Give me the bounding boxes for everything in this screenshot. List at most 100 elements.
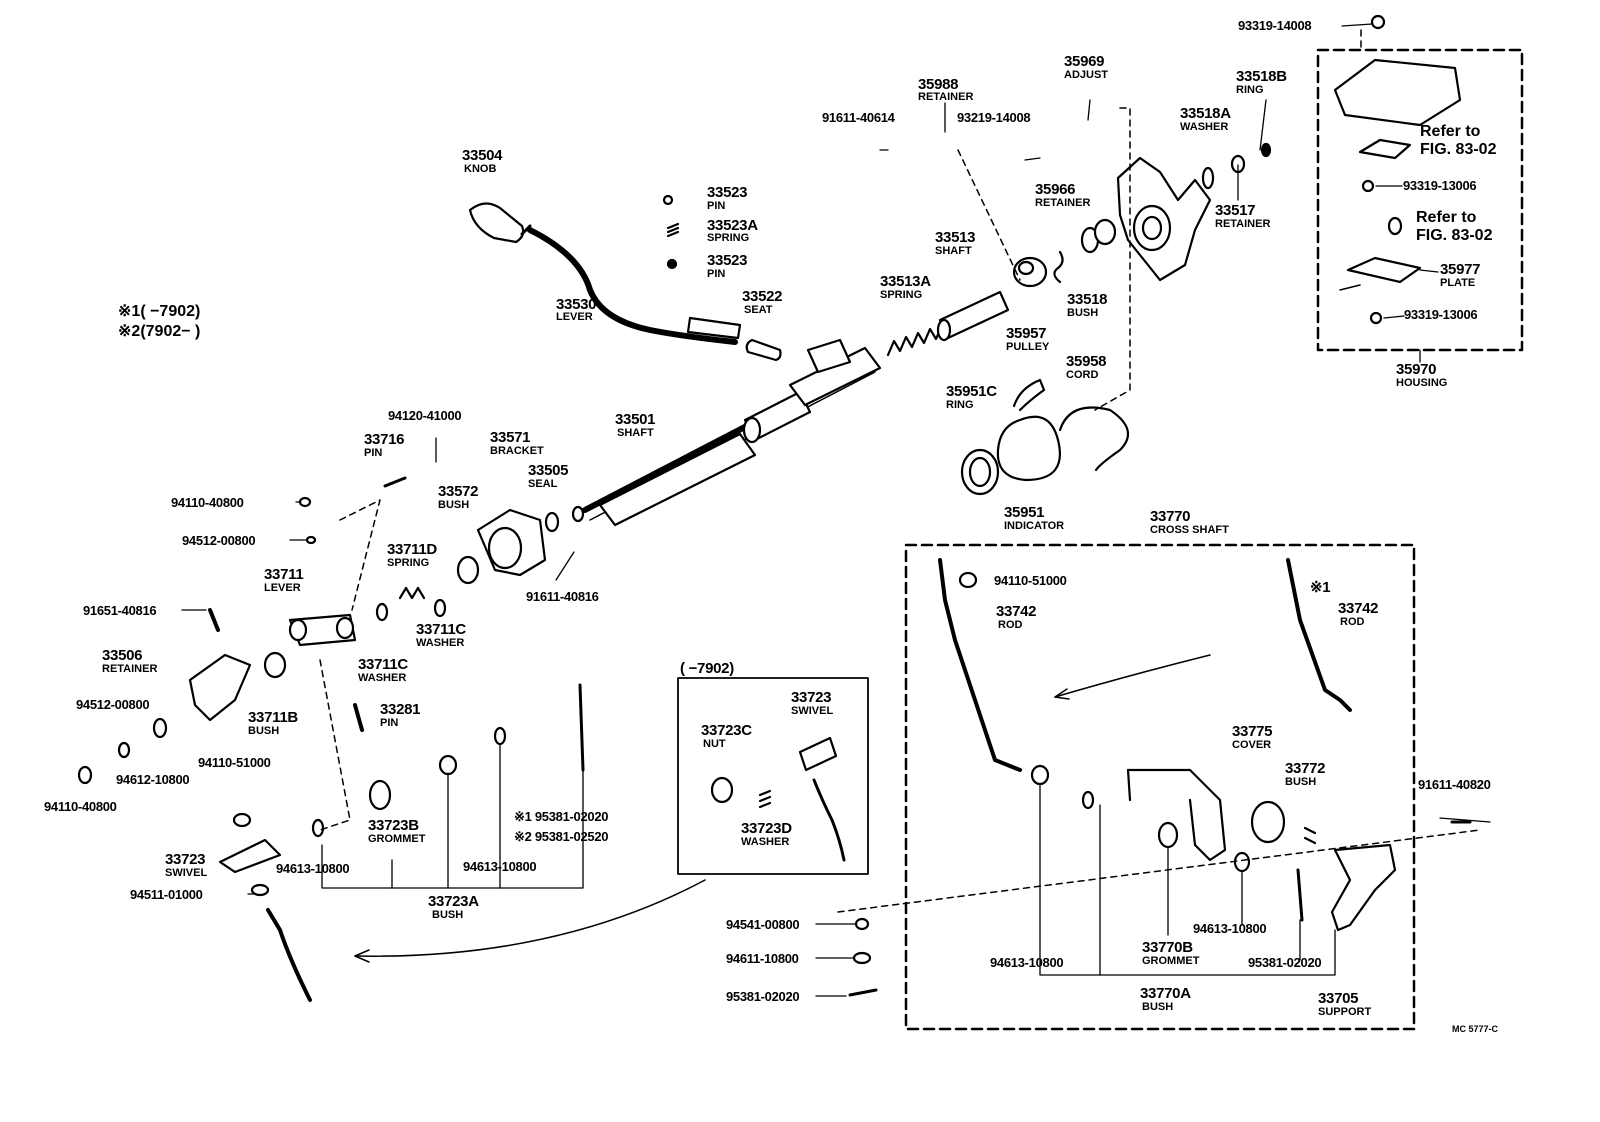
cord-35958-drawing — [1058, 406, 1130, 472]
name-cover: COVER — [1232, 739, 1272, 751]
name-support: SUPPORT — [1318, 1006, 1372, 1018]
leader-lines-main — [181, 437, 584, 895]
name-bush-33572: BUSH — [438, 499, 470, 511]
name-pin-b: PIN — [707, 268, 726, 280]
label-33504: 33504 — [462, 147, 503, 164]
spring-33513a-drawing — [886, 323, 944, 357]
label-94613-10800-d: 94613-10800 — [990, 955, 1064, 970]
footer-code: MC 5777-C — [1452, 1024, 1499, 1034]
label-33571: 33571 — [490, 429, 531, 446]
bush-33572-drawing — [456, 555, 480, 585]
dashed-assembly-lines — [319, 29, 1481, 913]
label-33501: 33501 — [615, 411, 656, 428]
pin-33523-drawing — [662, 194, 674, 206]
retainer-33506-drawing — [188, 653, 252, 722]
name-ring-33518b: RING — [1236, 84, 1264, 96]
label-94613-10800-b: 94613-10800 — [463, 859, 537, 874]
name-spring-33523a: SPRING — [707, 232, 750, 244]
nut-94110-51000-drawing — [232, 812, 252, 828]
name-seal: SEAL — [528, 478, 558, 490]
name-pin-33716: PIN — [364, 447, 383, 459]
name-pulley: PULLEY — [1006, 341, 1050, 353]
pin-33523b-drawing — [666, 258, 678, 270]
leader-lines-hardware — [815, 923, 857, 997]
label-33518b: 33518B — [1236, 68, 1287, 85]
label-95381-02020-a: ※1 95381-02020 — [514, 809, 609, 824]
label-33513: 33513 — [935, 229, 976, 246]
bush-33723a-drawing — [438, 754, 458, 776]
label-33522: 33522 — [742, 288, 783, 305]
label-91611-40820: 91611-40820 — [1418, 777, 1491, 792]
seal-33505-drawing — [544, 511, 560, 533]
nut-94110-40800-b-drawing — [77, 765, 93, 785]
washer-94613-b-drawing — [493, 726, 507, 746]
label-33513a: 33513A — [880, 273, 931, 290]
washer-94613-a-drawing — [311, 818, 325, 838]
label-95381-02520: ※2 95381-02520 — [514, 829, 609, 844]
clip-94541-drawing — [854, 917, 870, 931]
name-retainer-35988: RETAINER — [918, 91, 974, 103]
pin-95381-drawing — [578, 683, 585, 772]
cross-shaft-drawing — [938, 558, 1397, 932]
label-35958: 35958 — [1066, 353, 1107, 370]
label-94512-00800-a: 94512-00800 — [182, 533, 256, 548]
label-33506: 33506 — [102, 647, 143, 664]
bush-33518-drawing — [1080, 218, 1117, 254]
label-33711: 33711 — [264, 566, 304, 583]
label-33723b: 33723B — [368, 817, 419, 834]
washer-33711c-a-drawing — [375, 602, 389, 622]
label-33723-inset: 33723 — [791, 689, 832, 706]
label-94110-40800-b: 94110-40800 — [44, 799, 117, 814]
label-35951c: 35951C — [946, 383, 997, 400]
main-shaft-drawing — [571, 338, 882, 527]
label-33711c-a: 33711C — [416, 621, 466, 638]
label-91651-40816: 91651-40816 — [83, 603, 157, 618]
name-lever-33711: LEVER — [264, 582, 301, 594]
label-33723: 33723 — [165, 851, 206, 868]
nut-94110-40800-drawing — [298, 496, 312, 508]
bush-33711b-drawing — [263, 651, 287, 679]
name-cross-shaft: CROSS SHAFT — [1150, 524, 1229, 536]
washer-94611-drawing — [852, 951, 872, 965]
label-94120-41000: 94120-41000 — [388, 408, 462, 423]
label-94613-10800-a: 94613-10800 — [276, 861, 350, 876]
label-33523-pin-b: 33523 — [707, 252, 748, 269]
name-indicator: INDICATOR — [1004, 520, 1065, 532]
ring-33518b-drawing — [1260, 142, 1272, 158]
name-retainer-35966: RETAINER — [1035, 197, 1091, 209]
shaft-33513-drawing — [936, 290, 1010, 342]
grommet-33723b-drawing — [368, 779, 392, 811]
name-cord: CORD — [1066, 369, 1099, 381]
name-nut-33723c: NUT — [703, 738, 726, 750]
inset-arrow — [354, 879, 706, 957]
name-spring-33513a: SPRING — [880, 289, 923, 301]
label-33770: 33770 — [1150, 508, 1191, 525]
legend-line-1: ※1( −7902) — [118, 303, 201, 320]
label-33723c: 33723C — [701, 722, 752, 739]
label-35977: 35977 — [1440, 261, 1481, 278]
pin-95381-b-drawing — [848, 988, 878, 997]
inset-title: ( −7902) — [680, 660, 734, 677]
washer-33518a-drawing — [1201, 166, 1215, 190]
name-housing: HOUSING — [1396, 377, 1448, 389]
label-35966: 35966 — [1035, 181, 1076, 198]
seat-33522-drawing — [745, 338, 782, 362]
label-33770b: 33770B — [1142, 939, 1193, 956]
label-94611-10800: 94611-10800 — [726, 951, 799, 966]
column-housing-drawing — [1116, 156, 1212, 282]
name-bush-33770a: BUSH — [1142, 1001, 1174, 1013]
bolt-91651-40816-drawing — [208, 608, 220, 632]
spring-33523a-drawing — [666, 222, 680, 238]
bracket-33571-drawing — [476, 508, 547, 577]
label-33711d: 33711D — [387, 541, 437, 558]
label-94511-01000: 94511-01000 — [130, 887, 203, 902]
label-95381-02020-b: 95381-02020 — [726, 989, 800, 1004]
pin-33281-drawing — [353, 703, 364, 732]
name-grommet-33723b: GROMMET — [368, 833, 426, 845]
name-shaft-33501: SHAFT — [617, 427, 654, 439]
housing-box — [1316, 48, 1524, 352]
label-35969: 35969 — [1064, 53, 1105, 70]
name-pin-a: PIN — [707, 200, 726, 212]
inset-box — [677, 677, 869, 875]
